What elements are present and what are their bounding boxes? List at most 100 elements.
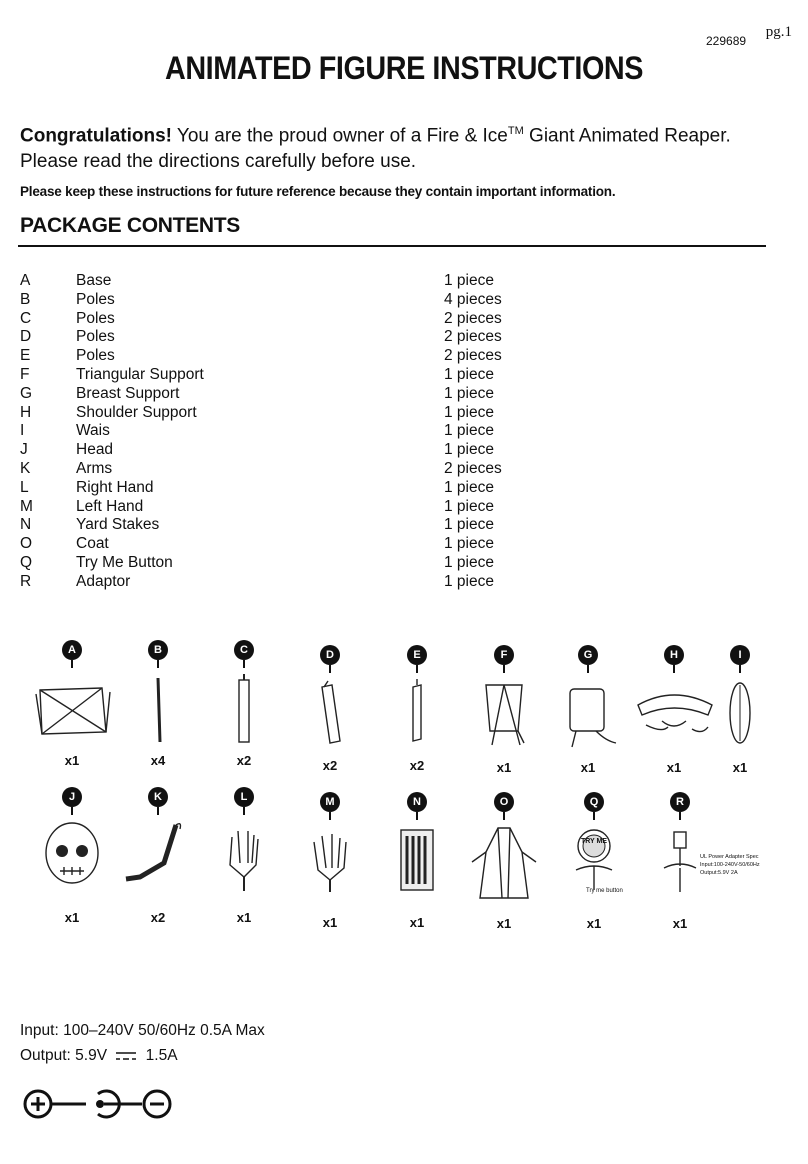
adapter-spec-line: Input:100-240V-50/60Hz [700, 862, 760, 868]
contents-letter: J [20, 441, 28, 459]
contents-name: Right Hand [76, 478, 154, 496]
contents-qty: 1 piece [444, 422, 494, 440]
contents-name: Adaptor [76, 572, 131, 590]
part-count: x2 [150, 910, 166, 925]
part-illustration [400, 829, 434, 891]
contents-letter: B [20, 290, 31, 308]
part-illustration [663, 831, 697, 892]
part-badge: D [320, 645, 340, 665]
badge-stem [329, 665, 331, 673]
part-count: x2 [322, 758, 338, 773]
heading-rule [18, 245, 766, 247]
contents-name: Arms [76, 460, 113, 477]
output-spec-prefix: Output: 5.9V [20, 1047, 108, 1064]
contents-letter: N [20, 516, 32, 534]
badge-stem [679, 812, 681, 820]
part-count: x1 [496, 916, 512, 931]
part-illustration [321, 680, 341, 744]
contents-name: Coat [76, 535, 109, 553]
contents-qty: 1 piece [444, 516, 494, 534]
contents-row: Q Try Me Button 1 piece [20, 553, 780, 572]
part-badge: O [494, 792, 514, 812]
try-me-caption: Try me button [586, 888, 623, 894]
try-me-face-label: TRY ME [580, 838, 608, 845]
badge-stem [587, 665, 589, 673]
part-count: x1 [236, 910, 252, 925]
part-badge: L [234, 787, 254, 807]
part-badge: Q [584, 792, 604, 812]
dc-symbol-icon [116, 1052, 137, 1060]
contents-letter: C [20, 309, 32, 327]
part-badge: I [730, 645, 750, 665]
contents-letter: M [20, 497, 33, 515]
contents-name: Poles [76, 347, 115, 365]
contents-name: Left Hand [76, 497, 144, 515]
keep-note: Please keep these instructions for futur… [20, 184, 616, 199]
part-badge: M [320, 792, 340, 812]
contents-qty: 1 piece [444, 497, 494, 515]
contents-letter: O [20, 535, 33, 553]
contents-row: L Right Hand 1 piece [20, 478, 780, 497]
badge-stem [157, 660, 159, 668]
part-illustration [238, 674, 250, 743]
adapter-spec-line: UL Power Adapter Spec [700, 854, 759, 860]
part-illustration [45, 822, 99, 884]
badge-stem [329, 812, 331, 820]
contents-letter: L [20, 478, 29, 496]
intro-bold: Congratulations! [20, 125, 172, 147]
badge-stem [503, 812, 505, 820]
part-count: x1 [322, 915, 338, 930]
part-badge: E [407, 645, 427, 665]
part-count: x1 [409, 915, 425, 930]
contents-qty: 1 piece [444, 478, 494, 496]
part-illustration [156, 677, 162, 743]
contents-name: Shoulder Support [76, 403, 197, 421]
contents-letter: E [20, 347, 31, 365]
contents-name: Yard Stakes [76, 516, 160, 534]
part-badge: F [494, 645, 514, 665]
contents-letter: K [20, 460, 31, 477]
badge-stem [71, 807, 73, 815]
contents-name: Poles [76, 328, 115, 346]
intro-text-2: Giant Animated Reaper. Please read the d… [20, 125, 731, 173]
part-illustration [485, 684, 525, 746]
output-spec: Output: 5.9V 1.5A [20, 1047, 178, 1065]
contents-qty: 1 piece [444, 441, 494, 459]
contents-name: Try Me Button [76, 554, 173, 571]
polarity-icon [23, 1089, 172, 1119]
intro-paragraph: Congratulations! You are the proud owner… [20, 118, 780, 175]
trademark: TM [507, 125, 524, 137]
contents-name: Breast Support [76, 384, 180, 402]
contents-name: Poles [76, 290, 115, 308]
contents-qty: 1 piece [444, 366, 494, 383]
part-badge: G [578, 645, 598, 665]
contents-qty: 4 pieces [444, 290, 502, 308]
contents-qty: 1 piece [444, 554, 494, 571]
part-count: x1 [732, 760, 748, 775]
contents-letter: Q [20, 554, 33, 571]
contents-qty: 2 pieces [444, 309, 502, 327]
part-illustration [412, 679, 422, 742]
output-spec-suffix: 1.5A [145, 1047, 178, 1064]
contents-name: Head [76, 441, 114, 459]
contents-letter: I [20, 422, 25, 440]
badge-stem [243, 660, 245, 668]
badge-stem [71, 660, 73, 668]
badge-stem [739, 665, 741, 673]
